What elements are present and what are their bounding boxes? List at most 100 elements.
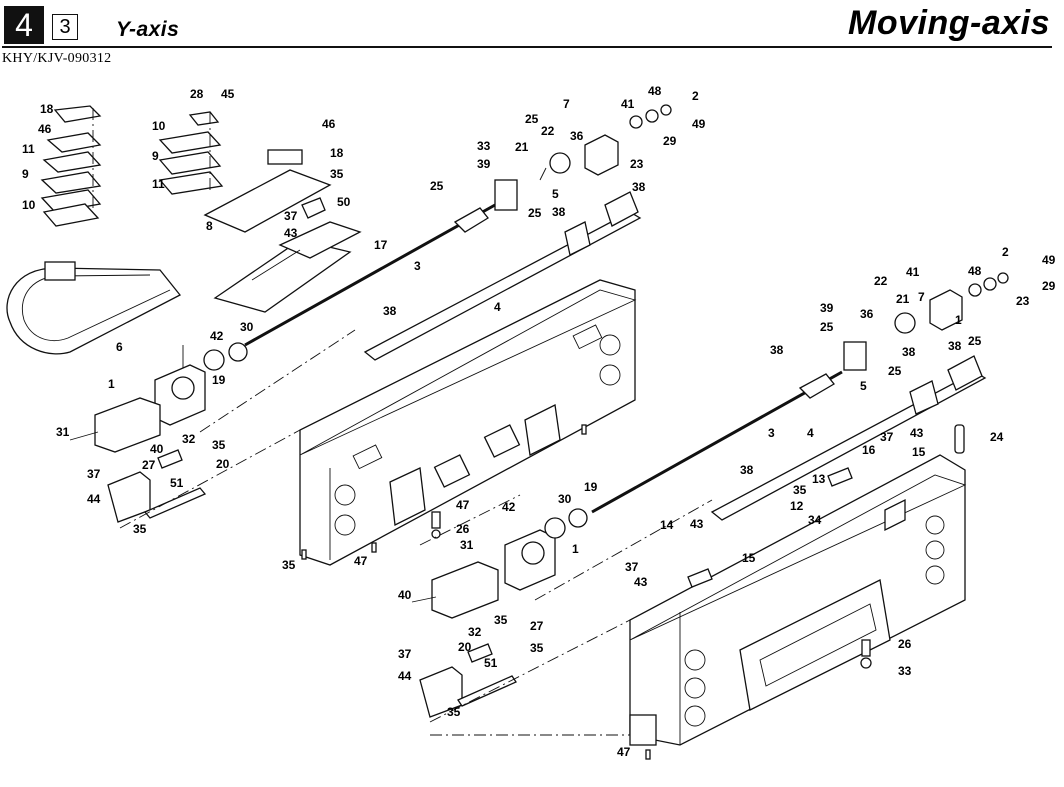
- callout-label: 37: [625, 560, 639, 574]
- callout-label: 31: [56, 425, 70, 439]
- callout-label: 44: [87, 492, 101, 506]
- callout-label: 21: [515, 140, 529, 154]
- callout-label: 21: [896, 292, 910, 306]
- motor-mount-right: [411, 508, 588, 619]
- callout-label: 10: [22, 198, 36, 212]
- callout-label: 35: [330, 167, 344, 181]
- shim-plate-stack-left: [40, 105, 102, 227]
- callout-label: 7: [563, 97, 570, 111]
- alignment-lines-left: [119, 329, 521, 546]
- callout-label: 5: [860, 379, 867, 393]
- callout-label: 9: [22, 167, 29, 181]
- callout-label: 24: [990, 430, 1004, 444]
- page-header: 4 3 Y-axis Moving-axis KHY/KJV-090312: [0, 0, 1064, 66]
- bearing-group-left: [539, 104, 672, 181]
- callout-label: 17: [374, 238, 388, 252]
- callout-label: 50: [337, 195, 351, 209]
- callout-label: 25: [525, 112, 539, 126]
- callout-label: 37: [880, 430, 894, 444]
- callout-label: 38: [632, 180, 646, 194]
- callout-label: 49: [1042, 253, 1056, 267]
- callout-label: 1: [572, 542, 579, 556]
- callout-label: 4: [494, 300, 501, 314]
- callout-label: 22: [541, 124, 555, 138]
- callout-label: 7: [918, 290, 925, 304]
- callout-label: 8: [206, 219, 213, 233]
- callout-label: 38: [383, 304, 397, 318]
- callout-label: 25: [820, 320, 834, 334]
- callout-label: 25: [968, 334, 982, 348]
- callout-label: 25: [528, 206, 542, 220]
- alignment-lines-right: [429, 499, 713, 736]
- header-divider: [2, 46, 1052, 48]
- document-code: KHY/KJV-090312: [2, 51, 112, 66]
- callout-label: 47: [354, 554, 368, 568]
- callout-label: 39: [477, 157, 491, 171]
- callout-label: 29: [1042, 279, 1056, 293]
- callout-label: 44: [398, 669, 412, 683]
- linear-rail-right: [710, 355, 987, 521]
- callout-label: 43: [690, 517, 704, 531]
- callout-label: 5: [552, 187, 559, 201]
- callout-label: 13: [812, 472, 826, 486]
- callout-label: 46: [322, 117, 336, 131]
- ball-screw-right: [591, 370, 843, 514]
- callout-label: 20: [458, 640, 472, 654]
- motor-mount-left: [69, 342, 248, 453]
- shim-plate-stack-center: [158, 111, 224, 195]
- callout-label: 27: [530, 619, 544, 633]
- callout-label: 38: [770, 343, 784, 357]
- callout-label: 23: [1016, 294, 1030, 308]
- callout-label: 46: [38, 122, 52, 136]
- callout-label: 12: [790, 499, 804, 513]
- callout-label: 42: [210, 329, 224, 343]
- callout-label: 11: [152, 177, 165, 191]
- callout-label: 35: [494, 613, 508, 627]
- subsection-number-badge: 3: [52, 14, 78, 40]
- callout-label: 25: [430, 179, 444, 193]
- callout-label: 47: [456, 498, 470, 512]
- callout-label: 39: [820, 301, 834, 315]
- callout-label: 6: [116, 340, 123, 354]
- callout-label: 37: [284, 209, 298, 223]
- callout-label: 38: [902, 345, 916, 359]
- callout-label: 36: [570, 129, 584, 143]
- callout-label: 47: [617, 745, 631, 759]
- callout-label: 26: [898, 637, 912, 651]
- callout-label: 28: [190, 87, 204, 101]
- callout-label: 45: [221, 87, 235, 101]
- callout-label: 34: [808, 513, 822, 527]
- callout-label: 2: [692, 89, 699, 103]
- callout-label: 51: [484, 656, 498, 670]
- callout-label: 30: [240, 320, 254, 334]
- callout-label: 36: [860, 307, 874, 321]
- callout-label: 19: [584, 480, 598, 494]
- callout-label: 18: [330, 146, 344, 160]
- callout-label: 41: [621, 97, 635, 111]
- callout-label: 51: [170, 476, 184, 490]
- callout-label: 35: [447, 705, 461, 719]
- callout-label: 37: [87, 467, 101, 481]
- callout-label: 4: [807, 426, 814, 440]
- bracket-assembly-left: [107, 449, 207, 523]
- carriage-plate-assembly: [203, 149, 362, 313]
- callout-label: 49: [692, 117, 706, 131]
- cable-carrier-chain: [6, 261, 182, 355]
- callout-label: 35: [133, 522, 147, 536]
- callout-label: 9: [152, 149, 159, 163]
- bracket-assembly-right: [419, 643, 517, 718]
- bearing-group-right: [843, 272, 1009, 371]
- callout-label: 15: [912, 445, 926, 459]
- callout-label: 3: [768, 426, 775, 440]
- callout-label: 2: [1002, 245, 1009, 259]
- callout-label: 48: [648, 84, 662, 98]
- pins-left: [301, 424, 587, 560]
- callout-label: 14: [660, 518, 674, 532]
- main-frame-right: [629, 454, 967, 746]
- callout-label: 43: [284, 226, 298, 240]
- callout-label: 32: [468, 625, 482, 639]
- callout-label: 33: [477, 139, 491, 153]
- callout-label: 1: [108, 377, 115, 391]
- callout-label: 38: [948, 339, 962, 353]
